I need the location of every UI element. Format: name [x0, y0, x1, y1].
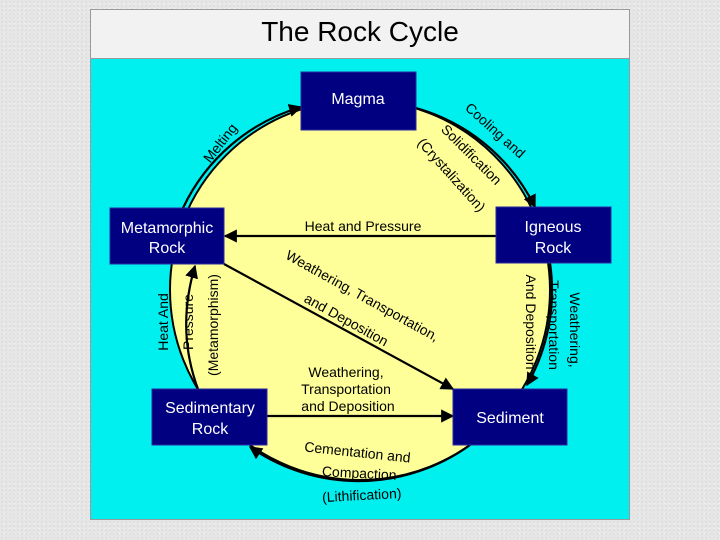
- label-heat-and-pressure: Heat and Pressure: [305, 218, 422, 234]
- node-sedimentary-rock: Sedimentary Rock: [151, 388, 268, 446]
- arrow-cementation: [248, 444, 471, 483]
- node-label: Sedimentary: [165, 400, 255, 417]
- label-pressure: Pressure: [180, 294, 196, 350]
- node-label: Rock: [535, 240, 572, 257]
- node-metamorphic-rock: Metamorphic Rock: [109, 207, 225, 265]
- arrow-metamorphism: [185, 264, 200, 390]
- node-label: Rock: [192, 421, 229, 438]
- arrow-weathering-igneous: [526, 262, 554, 387]
- arrow-melting: [182, 104, 303, 209]
- node-sediment: Sediment: [452, 388, 568, 446]
- node-label: Magma: [331, 91, 384, 108]
- label-weathering-bottom: Weathering,: [308, 364, 383, 380]
- label-transportation-right: Transportation: [546, 280, 562, 370]
- label-and-deposition-right: And Deposition: [523, 275, 539, 370]
- node-label: Igneous: [525, 219, 582, 236]
- label-deposition-bottom: and Deposition: [301, 398, 394, 414]
- slide-title: The Rock Cycle: [261, 16, 459, 47]
- label-weathering-right: Weathering,: [567, 292, 583, 367]
- node-label: Rock: [149, 240, 186, 257]
- title-bar: The Rock Cycle: [91, 10, 629, 59]
- label-lithification: (Lithification): [322, 485, 402, 505]
- arrow-metamorphic-to-sediment: [223, 263, 455, 390]
- node-label: Metamorphic: [121, 220, 213, 237]
- arrow-cooling: [415, 106, 536, 209]
- label-compaction: Compaction: [322, 463, 397, 483]
- node-magma: Magma: [300, 71, 417, 131]
- label-metamorphism: (Metamorphism): [205, 274, 221, 376]
- node-label: Sediment: [476, 410, 544, 427]
- label-transportation-bottom: Transportation: [301, 381, 391, 397]
- label-heat-and: Heat And: [155, 293, 171, 351]
- node-igneous-rock: Igneous Rock: [495, 206, 612, 264]
